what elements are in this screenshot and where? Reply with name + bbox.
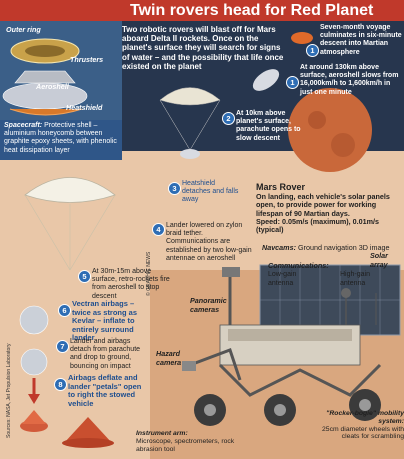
navcams-label: Navcams: Ground navigation 3D image: [262, 243, 390, 253]
high-gain-label: High-gain antenna: [340, 271, 370, 287]
source-note: Sources: NASA, Jet Propulsion Laboratory: [6, 343, 12, 439]
low-gain-label: Low-gain antenna: [268, 271, 297, 287]
label-outer-ring: Outer ring: [6, 25, 41, 34]
spacecraft-exploded-diagram: [2, 38, 88, 116]
entry-fireball: [291, 32, 313, 44]
step-1-text: Seven-month voyage culminates in six-min…: [320, 24, 402, 56]
label-aeroshell: Aeroshell: [36, 82, 69, 91]
large-parachute: [24, 177, 116, 271]
rocker-bogie-heading: "Rocker-bogie" mobility system:: [326, 410, 404, 425]
opened-lander: [62, 417, 114, 448]
spacecraft-description: Protective shell – aluminium honeycomb b…: [4, 122, 117, 154]
rover-illustration: [182, 264, 401, 426]
step-7-text: Lander and airbags detach from parachute…: [70, 338, 141, 370]
step-4-badge: 4: [152, 223, 165, 236]
step-8-badge: 8: [54, 378, 67, 391]
instrument-arm-heading: Instrument arm:: [136, 430, 188, 437]
navcams-heading: Navcams:: [262, 243, 296, 252]
panoramic-cameras-label: Panoramic cameras: [190, 296, 227, 314]
rocker-bogie-label: "Rocker-bogie" mobility system: 25cm dia…: [304, 410, 404, 441]
rover-description: On landing, each vehicle's solar panels …: [256, 192, 390, 218]
comms-heading: Communications:: [268, 261, 329, 270]
spacecraft-caption: Spacecraft: Protective shell – aluminium…: [4, 122, 120, 155]
step-2-text: At 10km above planet's surface, parachut…: [236, 110, 301, 142]
intro-text: Two robotic rovers will blast off for Ma…: [122, 25, 284, 71]
rocker-bogie-desc: 25cm diameter wheels with cleats for scr…: [322, 425, 404, 441]
label-heatshield: Heatshield: [66, 103, 103, 112]
step-6-badge: 6: [58, 304, 71, 317]
step-1-badge: 1: [306, 44, 319, 57]
step-4-text: Lander lowered on zylon braid tether. Co…: [166, 222, 252, 262]
entry-aeroshell: [252, 69, 280, 91]
step-5-text: At 30m-15m above surface, retro-rockets …: [92, 268, 170, 300]
mars-planet: [288, 88, 372, 172]
step-7-badge: 7: [56, 340, 69, 353]
step-5-badge: 5: [78, 270, 91, 283]
navcams-desc: Ground navigation 3D image: [297, 243, 390, 252]
spacecraft-caption-panel: [0, 120, 122, 160]
parachute-descent: [159, 87, 221, 159]
hazard-camera-label: Hazard camera: [156, 349, 182, 367]
instrument-arm-label: Instrument arm: Microscope, spectrometer…: [136, 430, 236, 453]
rover-speed: Speed: 0.05m/s (maximum), 0.01m/s (typic…: [256, 217, 380, 235]
step-3-badge: 3: [168, 182, 181, 195]
lander-airbag-sequence: [19, 305, 49, 432]
title-bar: Twin rovers head for Red Planet: [0, 0, 404, 21]
step-8-text: Airbags deflate and lander "petals" open…: [68, 373, 142, 408]
step-6-text: Vectran airbags – twice as strong as Kev…: [72, 299, 138, 343]
instrument-arm-desc: Microscope, spectrometers, rock abrasion…: [136, 437, 235, 453]
page-title: Twin rovers head for Red Planet: [130, 2, 374, 19]
step-3-text: Heatshield detaches and falls away: [182, 180, 239, 204]
solar-array-label: Solar array: [370, 251, 388, 269]
spacecraft-heading: Spacecraft:: [4, 122, 43, 129]
rover-title: Mars Rover: [256, 182, 306, 192]
step-1b-badge: 1: [286, 76, 299, 89]
label-thrusters: Thrusters: [70, 55, 104, 64]
step-2-badge: 2: [222, 112, 235, 125]
step-1b-text: At around 130km above surface, aeroshell…: [300, 64, 399, 96]
